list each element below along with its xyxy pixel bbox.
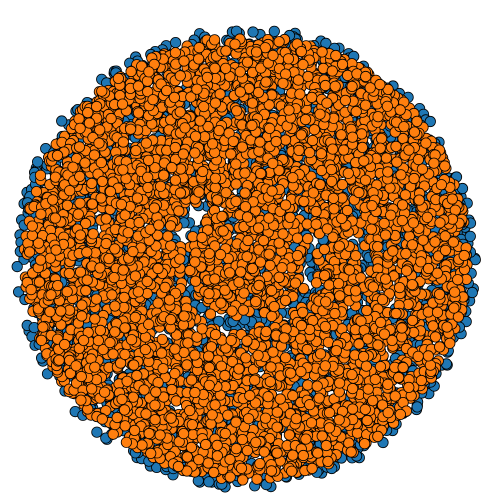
blue-point bbox=[31, 156, 44, 168]
blue-point bbox=[11, 260, 23, 273]
orange-point bbox=[380, 152, 392, 164]
blue-point bbox=[247, 26, 259, 38]
blue-point bbox=[56, 115, 68, 127]
blue-point bbox=[466, 286, 478, 299]
orange-point bbox=[240, 352, 252, 364]
blue-point bbox=[203, 476, 215, 488]
orange-points-layer bbox=[18, 33, 473, 486]
blue-point bbox=[424, 115, 436, 128]
blue-point bbox=[464, 230, 476, 242]
blue-point bbox=[411, 401, 423, 413]
orange-point bbox=[297, 282, 310, 295]
blue-point bbox=[91, 426, 103, 438]
blue-point bbox=[170, 36, 182, 49]
